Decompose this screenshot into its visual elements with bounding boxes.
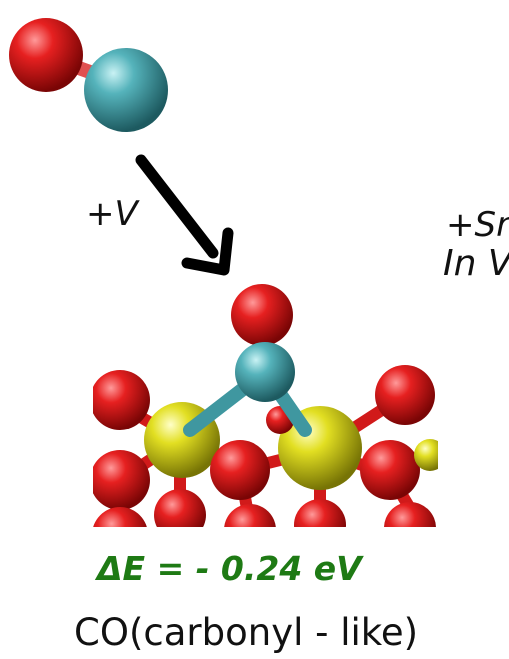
delta-energy-label: ΔE = - 0.24 eV (97, 549, 362, 588)
surface-slab (93, 365, 438, 527)
plus-v-label: +V (86, 194, 138, 234)
adsorbed-co-molecule (183, 284, 312, 437)
carbon-atom (235, 342, 295, 402)
carbon-atom (84, 48, 168, 132)
oxygen-atom (9, 18, 83, 92)
oxygen-atom (231, 284, 293, 346)
free-co-molecule (9, 18, 168, 132)
reaction-arrow (135, 154, 234, 276)
in-v-label: In V (443, 243, 509, 284)
species-label: CO(carbonyl - like) (74, 611, 419, 654)
plus-sn-label: +Sn (446, 205, 509, 245)
